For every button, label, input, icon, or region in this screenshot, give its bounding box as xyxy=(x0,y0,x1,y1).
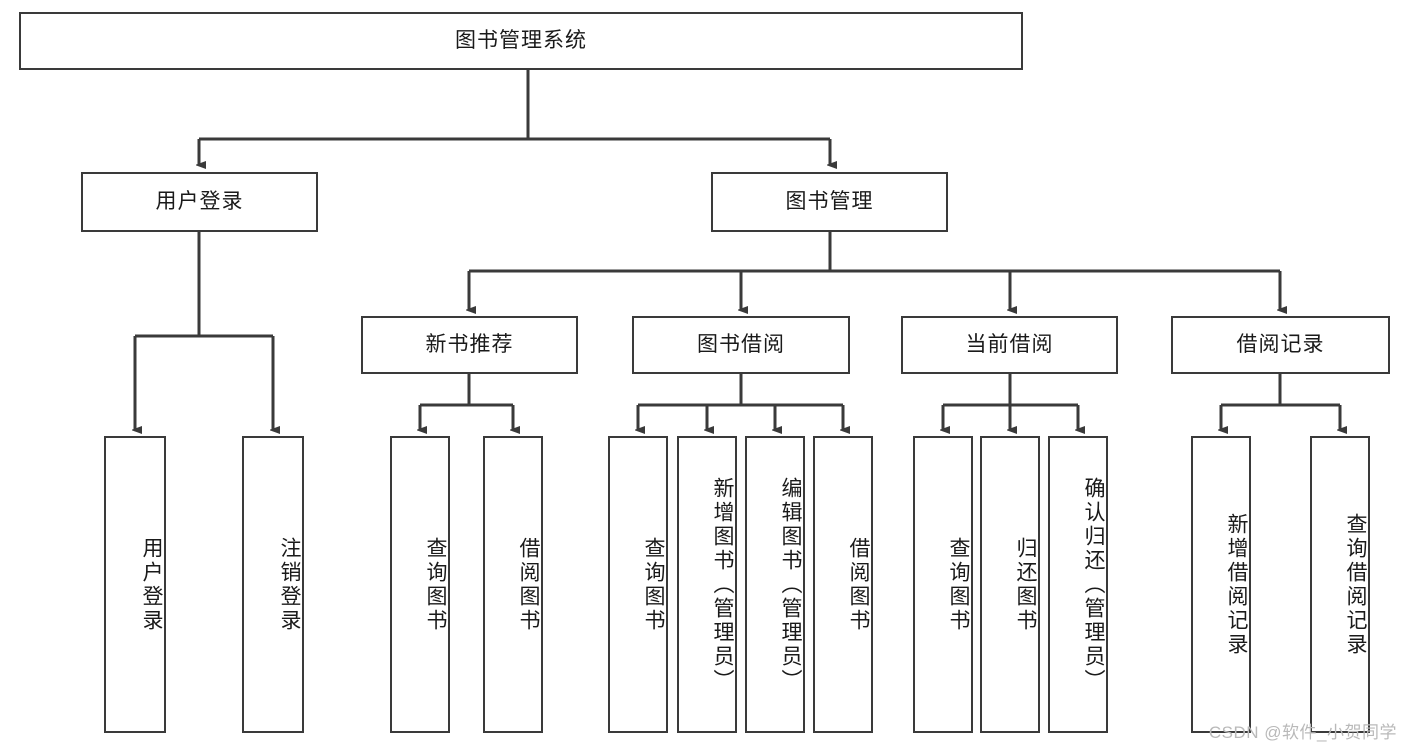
node-label: 借阅记录 xyxy=(1236,333,1325,357)
node-label: 查询借阅记录 xyxy=(1344,512,1367,657)
node-label: 借阅图书 xyxy=(517,536,540,633)
node-user-login[interactable]: 用户登录 xyxy=(81,172,318,232)
node-book-management[interactable]: 图书管理 xyxy=(711,172,948,232)
node-current-borrow[interactable]: 当前借阅 xyxy=(901,316,1118,374)
node-label: 用户登录 xyxy=(140,536,163,633)
node-label: 当前借阅 xyxy=(965,333,1054,357)
node-label: 新增借阅记录 xyxy=(1225,512,1248,657)
node-label: 注销登录 xyxy=(278,536,301,633)
node-book-borrow[interactable]: 图书借阅 xyxy=(632,316,850,374)
node-borrow-record[interactable]: 借阅记录 xyxy=(1171,316,1390,374)
leaf-borrow-borrow-book[interactable]: 借阅图书 xyxy=(813,436,873,733)
leaf-user-logout[interactable]: 注销登录 xyxy=(242,436,304,733)
node-label: 查询图书 xyxy=(642,536,665,633)
leaf-recommend-borrow-book[interactable]: 借阅图书 xyxy=(483,436,543,733)
leaf-record-add-record[interactable]: 新增借阅记录 xyxy=(1191,436,1251,733)
node-label: 查询图书 xyxy=(947,536,970,633)
leaf-current-return-book[interactable]: 归还图书 xyxy=(980,436,1040,733)
node-label: 确认归还（管理员） xyxy=(1082,476,1105,693)
node-new-book-recommend[interactable]: 新书推荐 xyxy=(361,316,578,374)
leaf-record-query-record[interactable]: 查询借阅记录 xyxy=(1310,436,1370,733)
node-label: 新书推荐 xyxy=(425,333,514,357)
watermark-text: CSDN @软件_小贺同学 xyxy=(1208,723,1397,742)
node-label: 用户登录 xyxy=(155,190,244,214)
leaf-current-query-book[interactable]: 查询图书 xyxy=(913,436,973,733)
node-label: 图书管理 xyxy=(785,190,874,214)
node-label: 图书借阅 xyxy=(697,333,785,357)
leaf-user-login[interactable]: 用户登录 xyxy=(104,436,166,733)
leaf-borrow-edit-book-admin[interactable]: 编辑图书（管理员） xyxy=(745,436,805,733)
node-root-system[interactable]: 图书管理系统 xyxy=(19,12,1023,70)
node-label: 查询图书 xyxy=(424,536,447,633)
node-label: 归还图书 xyxy=(1014,536,1037,633)
leaf-borrow-add-book-admin[interactable]: 新增图书（管理员） xyxy=(677,436,737,733)
leaf-borrow-query-book[interactable]: 查询图书 xyxy=(608,436,668,733)
node-label: 图书管理系统 xyxy=(455,29,587,53)
leaf-current-confirm-return-admin[interactable]: 确认归还（管理员） xyxy=(1048,436,1108,733)
node-label: 编辑图书（管理员） xyxy=(779,476,802,693)
leaf-recommend-query-book[interactable]: 查询图书 xyxy=(390,436,450,733)
node-label: 借阅图书 xyxy=(847,536,870,633)
node-label: 新增图书（管理员） xyxy=(711,476,734,693)
